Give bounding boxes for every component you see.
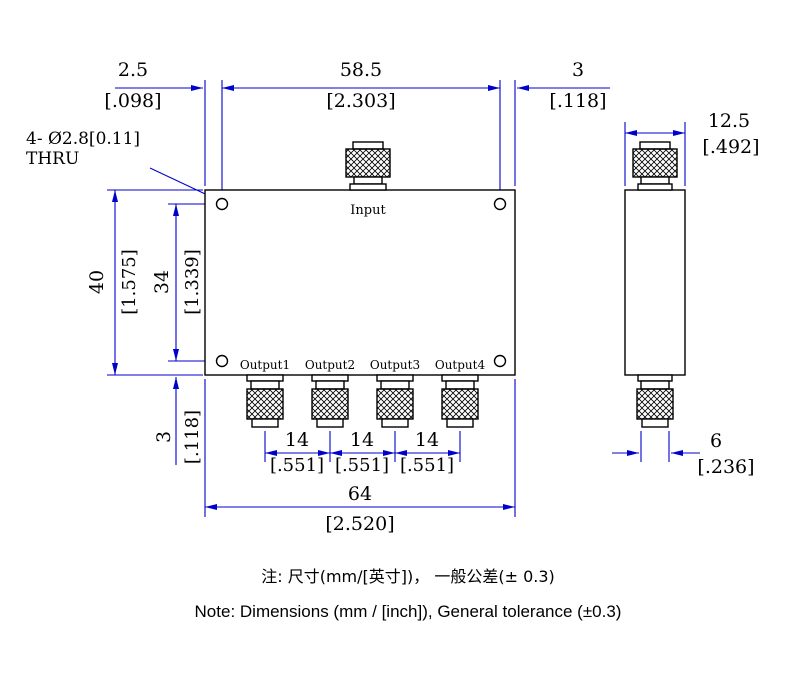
- dim-pitch3-mm: 14: [415, 429, 439, 451]
- dim-right-offset-mm: 3: [572, 59, 584, 81]
- dim-height-in: [1.575]: [119, 249, 140, 315]
- dim-left-offset-mm: 2.5: [118, 59, 148, 81]
- hole-callout-line2: THRU: [26, 149, 79, 169]
- note-chinese: 注: 尺寸(mm/[英寸])， 一般公差(± 0.3): [261, 567, 555, 586]
- input-label: Input: [350, 203, 386, 218]
- mounting-hole: [215, 354, 229, 368]
- dim-height-mm: 40: [86, 270, 108, 294]
- dim-right-offset-in: [.118]: [549, 90, 606, 112]
- output-connector-3: [376, 374, 414, 428]
- mounting-hole: [493, 354, 507, 368]
- dim-hole-vspan-mm: 34: [151, 270, 173, 294]
- dim-left-offset-in: [.098]: [104, 90, 161, 112]
- output4-label: Output4: [435, 358, 486, 372]
- dim-hole-span-mm: 58.5: [340, 59, 382, 81]
- dim-connector-in: [.236]: [697, 456, 754, 478]
- side-view: [624, 141, 686, 428]
- dim-pitch2-in: [.551]: [335, 455, 389, 476]
- dim-hole-vspan-in: [1.339]: [182, 249, 203, 315]
- dim-overall-width-mm: 64: [348, 483, 372, 505]
- side-top-connector: [632, 141, 678, 191]
- dim-pitch1-mm: 14: [285, 429, 309, 451]
- dim-pitch3-in: [.551]: [400, 455, 454, 476]
- dim-bottom-offset-mm: 3: [153, 431, 175, 443]
- hole-callout-line1: 4- Ø2.8[0.11]: [26, 129, 140, 149]
- dim-connector-mm: 6: [710, 430, 722, 452]
- output3-label: Output3: [370, 358, 420, 372]
- mounting-hole: [215, 197, 229, 211]
- note-english: Note: Dimensions (mm / [inch]), General …: [195, 602, 622, 621]
- dim-overall-width-in: [2.520]: [325, 513, 394, 535]
- input-connector: [345, 141, 391, 191]
- front-body: [204, 189, 516, 376]
- output-connector-4: [441, 374, 479, 428]
- output2-label: Output2: [305, 358, 355, 372]
- dim-hole-span-in: [2.303]: [326, 90, 395, 112]
- side-bottom-connector: [636, 374, 674, 428]
- dim-bottom-offset-in: [.118]: [182, 410, 203, 464]
- dim-pitch2-mm: 14: [350, 429, 374, 451]
- dim-side-width-mm: 12.5: [708, 110, 750, 132]
- output-connector-2: [311, 374, 349, 428]
- side-body: [624, 189, 686, 376]
- dimension-lines: [107, 80, 700, 517]
- dim-pitch1-in: [.551]: [270, 455, 324, 476]
- output-connector-1: [246, 374, 284, 428]
- front-view: [204, 141, 516, 428]
- mounting-hole: [493, 197, 507, 211]
- output1-label: Output1: [240, 358, 290, 372]
- dim-side-width-in: [.492]: [702, 136, 759, 158]
